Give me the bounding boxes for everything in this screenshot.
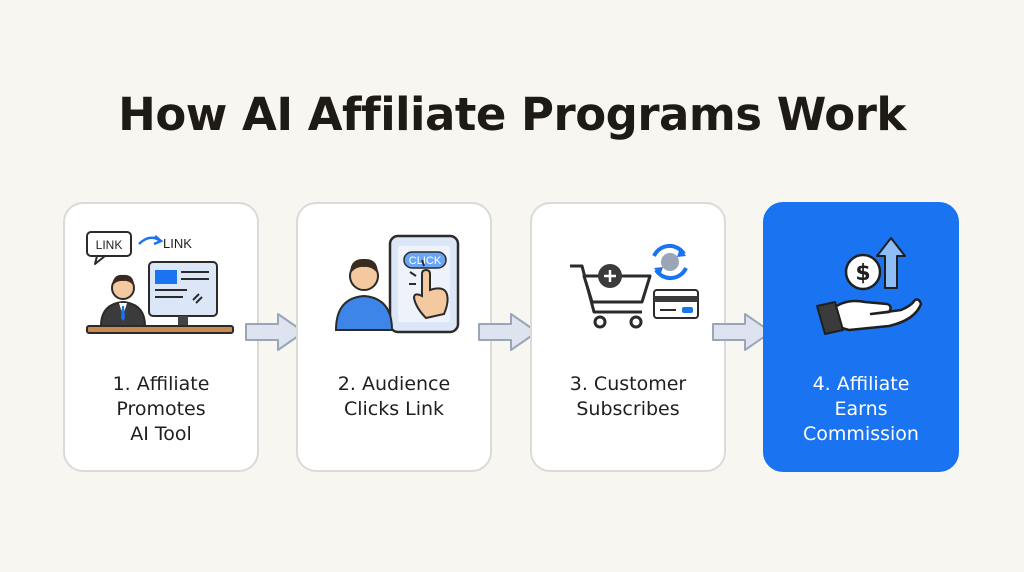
link-out-text: LINK: [163, 236, 192, 251]
earns-commission-icon: $: [816, 237, 923, 335]
customer-subscribes-icon: [570, 243, 699, 329]
step-label-4: 4. Affiliate Earns Commission: [803, 373, 919, 445]
step-label-1: 1. Affiliate Promotes AI Tool: [112, 373, 210, 445]
click-text: CLICK: [409, 255, 442, 267]
arrow-right-icon: [245, 313, 305, 351]
page-title: How AI Affiliate Programs Work: [118, 88, 906, 141]
arrow-right-icon: [712, 313, 772, 351]
dollar-sign-text: $: [855, 261, 870, 286]
link-bubble-text: LINK: [96, 238, 123, 252]
step-card-2: CLICK 2. Audience Clicks Link: [296, 202, 492, 472]
audience-clicks-icon: CLICK: [334, 234, 460, 334]
step-card-1: LINK LINK 1. Affiliate Promotes AI Tool: [63, 202, 259, 472]
arrow-right-icon: [478, 313, 538, 351]
step-label-2: 2. Audience Clicks Link: [337, 373, 451, 420]
step-label-3: 3. Customer Subscribes: [569, 373, 687, 420]
affiliate-promotes-icon: LINK LINK: [86, 231, 234, 334]
step-card-4: $ 4. Affiliate Earns Commission: [763, 202, 959, 472]
step-card-3: 3. Customer Subscribes: [530, 202, 726, 472]
